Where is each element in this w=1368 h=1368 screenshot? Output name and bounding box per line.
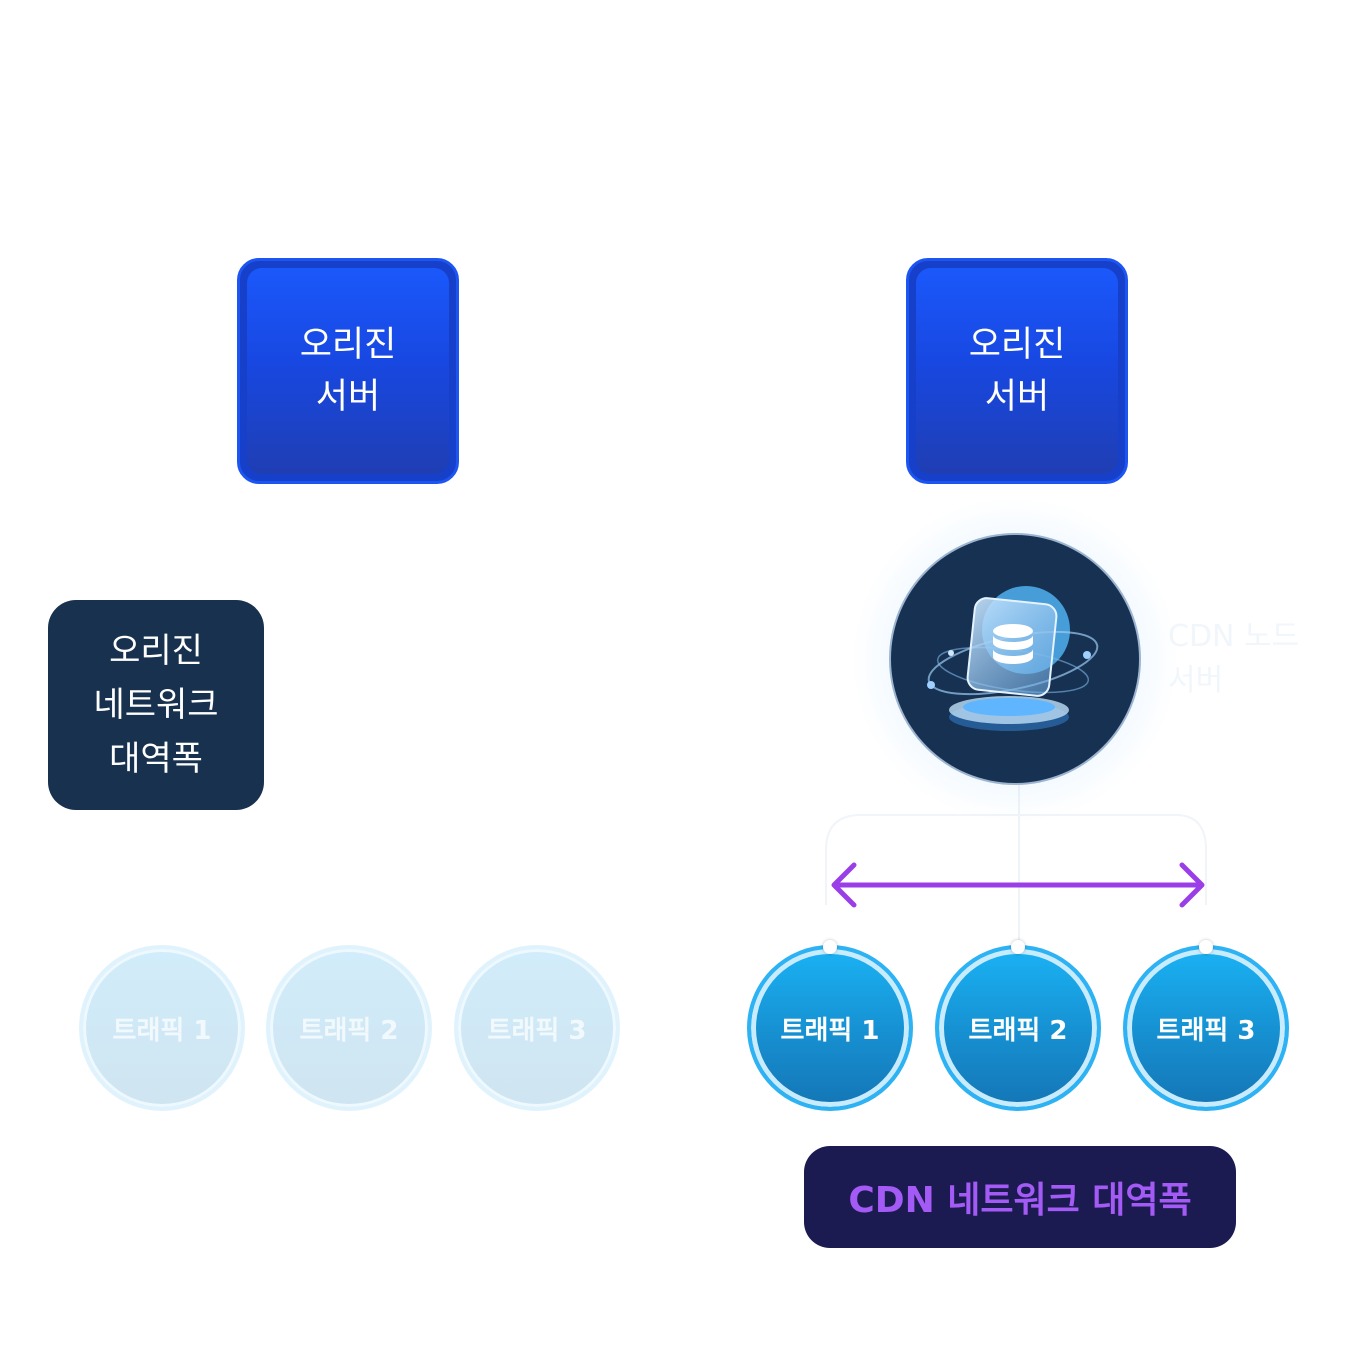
connector-dot	[1011, 940, 1025, 954]
cdn-bandwidth-label: CDN 네트워크 대역폭	[804, 1146, 1236, 1248]
double-headed-arrow-icon	[831, 862, 1205, 908]
traffic-label: 트래픽 1	[780, 1015, 880, 1046]
database-icon	[927, 586, 1099, 731]
traffic-circle-right-1: 트래픽 1	[747, 945, 913, 1111]
cdn-bandwidth-text: CDN 네트워크 대역폭	[848, 1180, 1192, 1221]
origin-server-label-line1: 오리진	[299, 325, 397, 365]
cdn-node-label-line1: CDN 노드	[1168, 619, 1300, 654]
traffic-circle-left-3: 트래픽 3	[454, 945, 620, 1111]
origin-bandwidth-line1: 오리진	[109, 631, 203, 671]
traffic-circle-left-2: 트래픽 2	[266, 945, 432, 1111]
origin-bandwidth-label: 오리진 네트워크 대역폭	[48, 600, 264, 810]
traffic-label: 트래픽 3	[487, 1015, 587, 1046]
origin-server-label-line2: 서버	[315, 377, 381, 417]
cdn-node-label: CDN 노드 서버	[1168, 615, 1368, 703]
origin-bandwidth-line2: 네트워크	[93, 685, 219, 725]
traffic-circle-right-2: 트래픽 2	[935, 945, 1101, 1111]
origin-server-label-line1: 오리진	[968, 325, 1066, 365]
connector-dot	[823, 940, 837, 954]
traffic-circle-left-1: 트래픽 1	[79, 945, 245, 1111]
origin-bandwidth-line3: 대역폭	[109, 739, 203, 779]
connector-dot	[1199, 940, 1213, 954]
traffic-label: 트래픽 2	[968, 1015, 1068, 1046]
origin-server-label-line2: 서버	[984, 377, 1050, 417]
traffic-label: 트래픽 1	[112, 1015, 212, 1046]
traffic-label: 트래픽 2	[299, 1015, 399, 1046]
cdn-node-label-line2: 서버	[1168, 663, 1224, 698]
origin-server-box-right: 오리진 서버	[906, 258, 1128, 484]
traffic-label: 트래픽 3	[1156, 1015, 1256, 1046]
traffic-circle-right-3: 트래픽 3	[1123, 945, 1289, 1111]
origin-server-box-left: 오리진 서버	[237, 258, 459, 484]
cdn-node	[891, 535, 1139, 783]
